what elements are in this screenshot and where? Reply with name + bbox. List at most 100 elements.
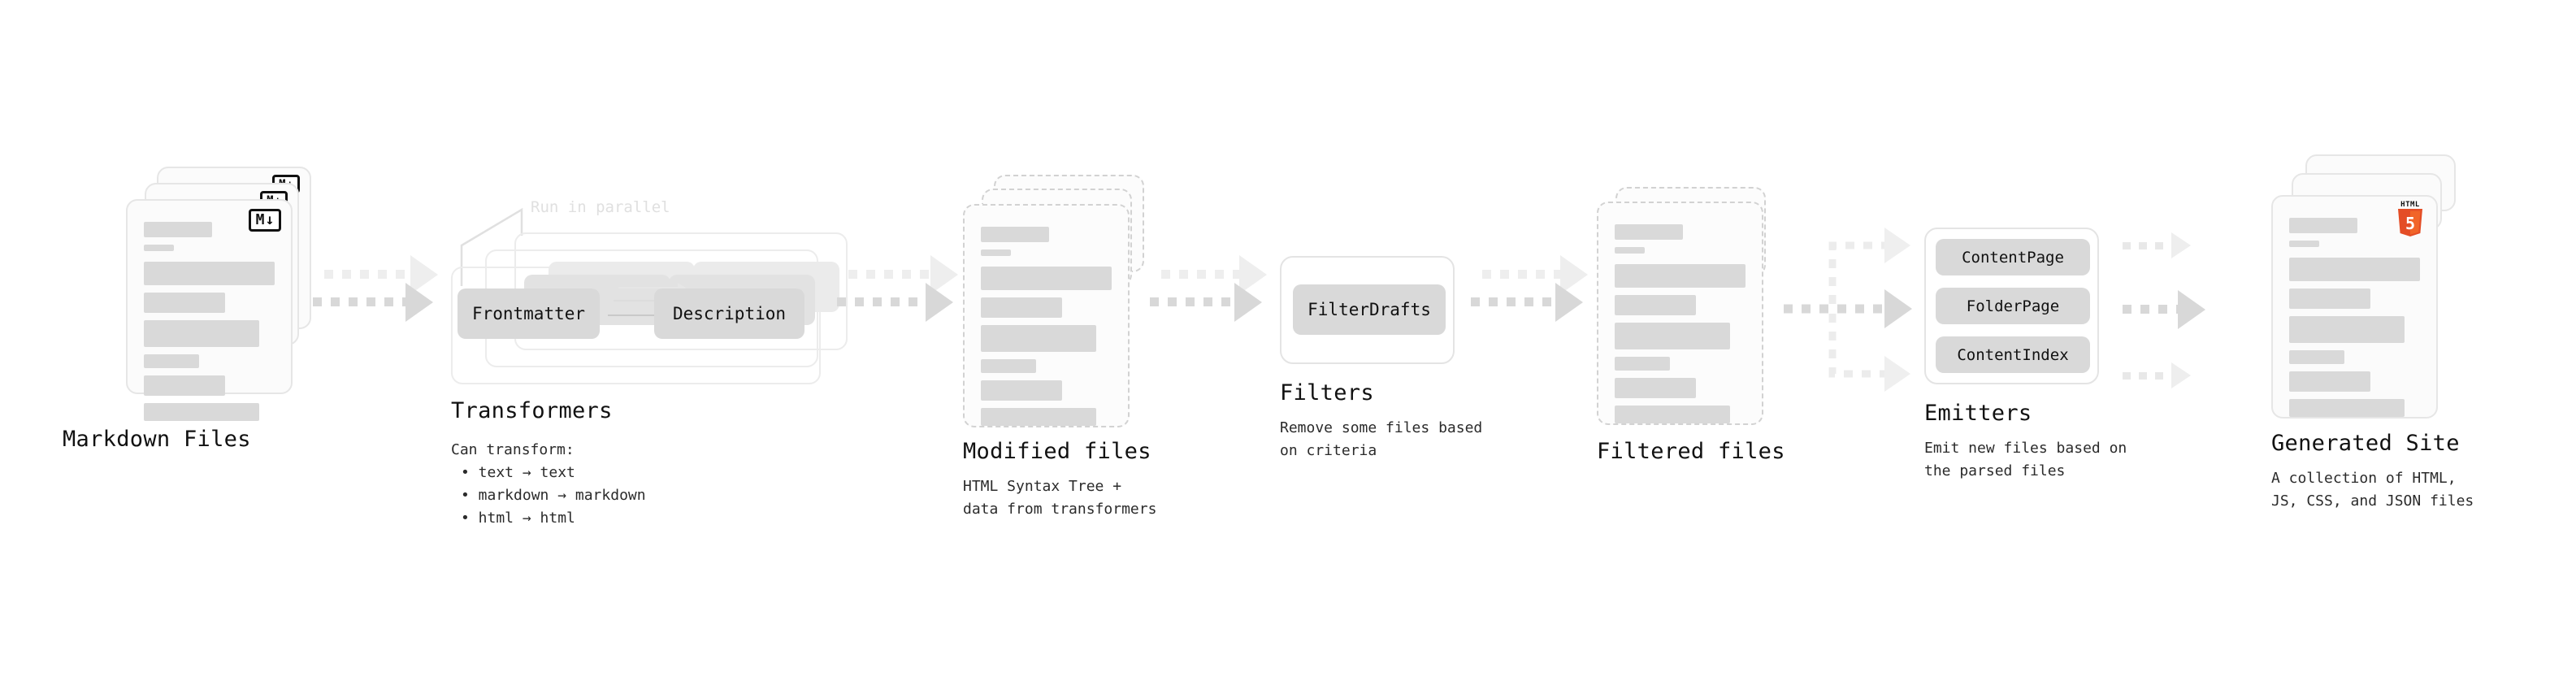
markdown-badge-letter: M [255,211,265,228]
filtered-card-front [1597,202,1763,425]
connector-modified-to-filters [1150,255,1288,333]
transformers-description: Can transform: [451,441,575,458]
connector-dots [1482,270,1563,279]
transformer-pill-description[interactable]: Description [654,288,804,339]
modified-card-skeleton [981,227,1112,433]
html5-icon: HTML 5 [2394,202,2426,241]
transformer-inner-arrow-3 [618,283,686,293]
skeleton-bar [1615,378,1696,398]
html5-icon-label: HTML [2400,201,2420,209]
skeleton-bar [2289,258,2420,281]
transformer-pill-frontmatter[interactable]: Frontmatter [458,288,600,339]
skeleton-bar [144,222,212,237]
transformer-pill-label: Frontmatter [471,304,586,323]
emitter-pill-folderpage[interactable]: FolderPage [1936,288,2090,324]
stage-filters: FilterDrafts Filters Remove some files b… [1280,256,1491,500]
connector-arrowhead-bottom [1884,356,1910,392]
connector-arrowhead [2171,362,2191,388]
stage-transformers: Run in parallel Frontmatter Description … [451,195,874,527]
connector-arrowhead-top [1884,228,1910,263]
connector-arrowhead [2171,232,2191,258]
skeleton-bar [981,267,1112,290]
emitters-title: Emitters [1924,401,2032,426]
emitter-pill-label: ContentIndex [1957,345,2069,364]
transformers-bullet-1: • markdown → markdown [461,487,646,504]
emitter-pill-contentindex[interactable]: ContentIndex [1936,336,2090,373]
filter-pill-filterdrafts[interactable]: FilterDrafts [1293,284,1446,335]
skeleton-bar [981,359,1036,373]
skeleton-bar [1615,295,1696,315]
modified-files-title: Modified files [963,439,1151,464]
markdown-badge-front: M↓ [249,209,281,232]
skeleton-bar [2289,371,2370,392]
connector-arrowhead [1234,283,1262,322]
skeleton-bar [2289,241,2320,247]
emitter-pill-label: ContentPage [1962,248,2064,267]
skeleton-bar [981,408,1096,426]
emitter-pill-label: FolderPage [1966,297,2060,315]
connector-dots [848,270,934,279]
markdown-badge-arrow: ↓ [265,211,275,228]
skeleton-bar [144,245,175,251]
stage-modified-files: Modified files HTML Syntax Tree + data f… [963,175,1190,518]
generated-site-title: Generated Site [2271,431,2460,456]
skeleton-bar [1615,357,1670,371]
connector-dots [324,270,414,279]
skeleton-bar [144,403,259,421]
site-card-front: HTML 5 [2271,195,2438,419]
run-in-parallel-label: Run in parallel [531,198,670,216]
skeleton-bar [981,325,1096,352]
skeleton-bar [1615,264,1746,288]
connector-arrowhead [926,283,953,322]
emitter-pill-contentpage[interactable]: ContentPage [1936,239,2090,275]
filters-frame: FilterDrafts [1280,256,1455,364]
skeleton-bar [2289,316,2405,343]
connector-markdown-to-transformers [313,255,451,333]
skeleton-bar [2289,288,2370,309]
site-card-skeleton [2289,218,2420,424]
generated-site-description: A collection of HTML, JS, CSS, and JSON … [2271,470,2474,510]
connector-filtered-to-emitters [1784,219,1930,398]
html5-shield: 5 [2398,209,2422,236]
filters-description: Remove some files based on criteria [1280,419,1483,459]
filters-title: Filters [1280,380,1374,406]
modified-files-description: HTML Syntax Tree + data from transformer… [963,478,1157,518]
markdown-card-skeleton [144,222,275,428]
run-in-parallel-bracket [460,207,523,286]
filter-pill-label: FilterDrafts [1308,300,1431,319]
transformer-pill-label: Description [672,304,787,323]
filtered-files-title: Filtered files [1597,439,1785,464]
skeleton-bar [144,293,225,313]
connector-dots [2123,242,2175,249]
skeleton-bar [981,227,1049,242]
emitters-frame: ContentPage FolderPage ContentIndex [1924,228,2099,384]
skeleton-bar [1615,323,1730,349]
markdown-files-title: Markdown Files [63,427,251,452]
connector-dots [2123,372,2175,380]
connector-arrowhead [1555,283,1583,322]
skeleton-bar [2289,350,2344,364]
stage-emitters: ContentPage FolderPage ContentIndex Emit… [1924,228,2152,488]
stage-generated-site: CSS HTML 5 [2271,154,2515,512]
skeleton-bar [144,375,225,396]
stage-filtered-files: Filtered files [1597,187,1824,512]
connector-transformers-to-modified [837,255,975,333]
skeleton-bar [144,354,199,368]
skeleton-bar [981,380,1062,401]
modified-card-front [963,204,1130,427]
connector-arrowhead-middle [1884,289,1912,328]
skeleton-bar [144,320,259,347]
connector-dots [1150,297,1238,306]
connector-dots [1161,270,1242,279]
connector-dots [2123,305,2181,314]
transformers-title: Transformers [451,398,613,423]
fanout-paths [1784,241,1888,378]
connector-emitters-to-site [2123,219,2253,398]
connector-dots [1471,297,1559,306]
transformers-bullet-0: • text → text [461,464,575,481]
connector-arrowhead [2178,290,2205,329]
skeleton-bar [1615,247,1646,254]
skeleton-bar [981,249,1012,256]
stage-markdown-files: M↓ M↓ M↓ Markdown Files [63,167,353,459]
